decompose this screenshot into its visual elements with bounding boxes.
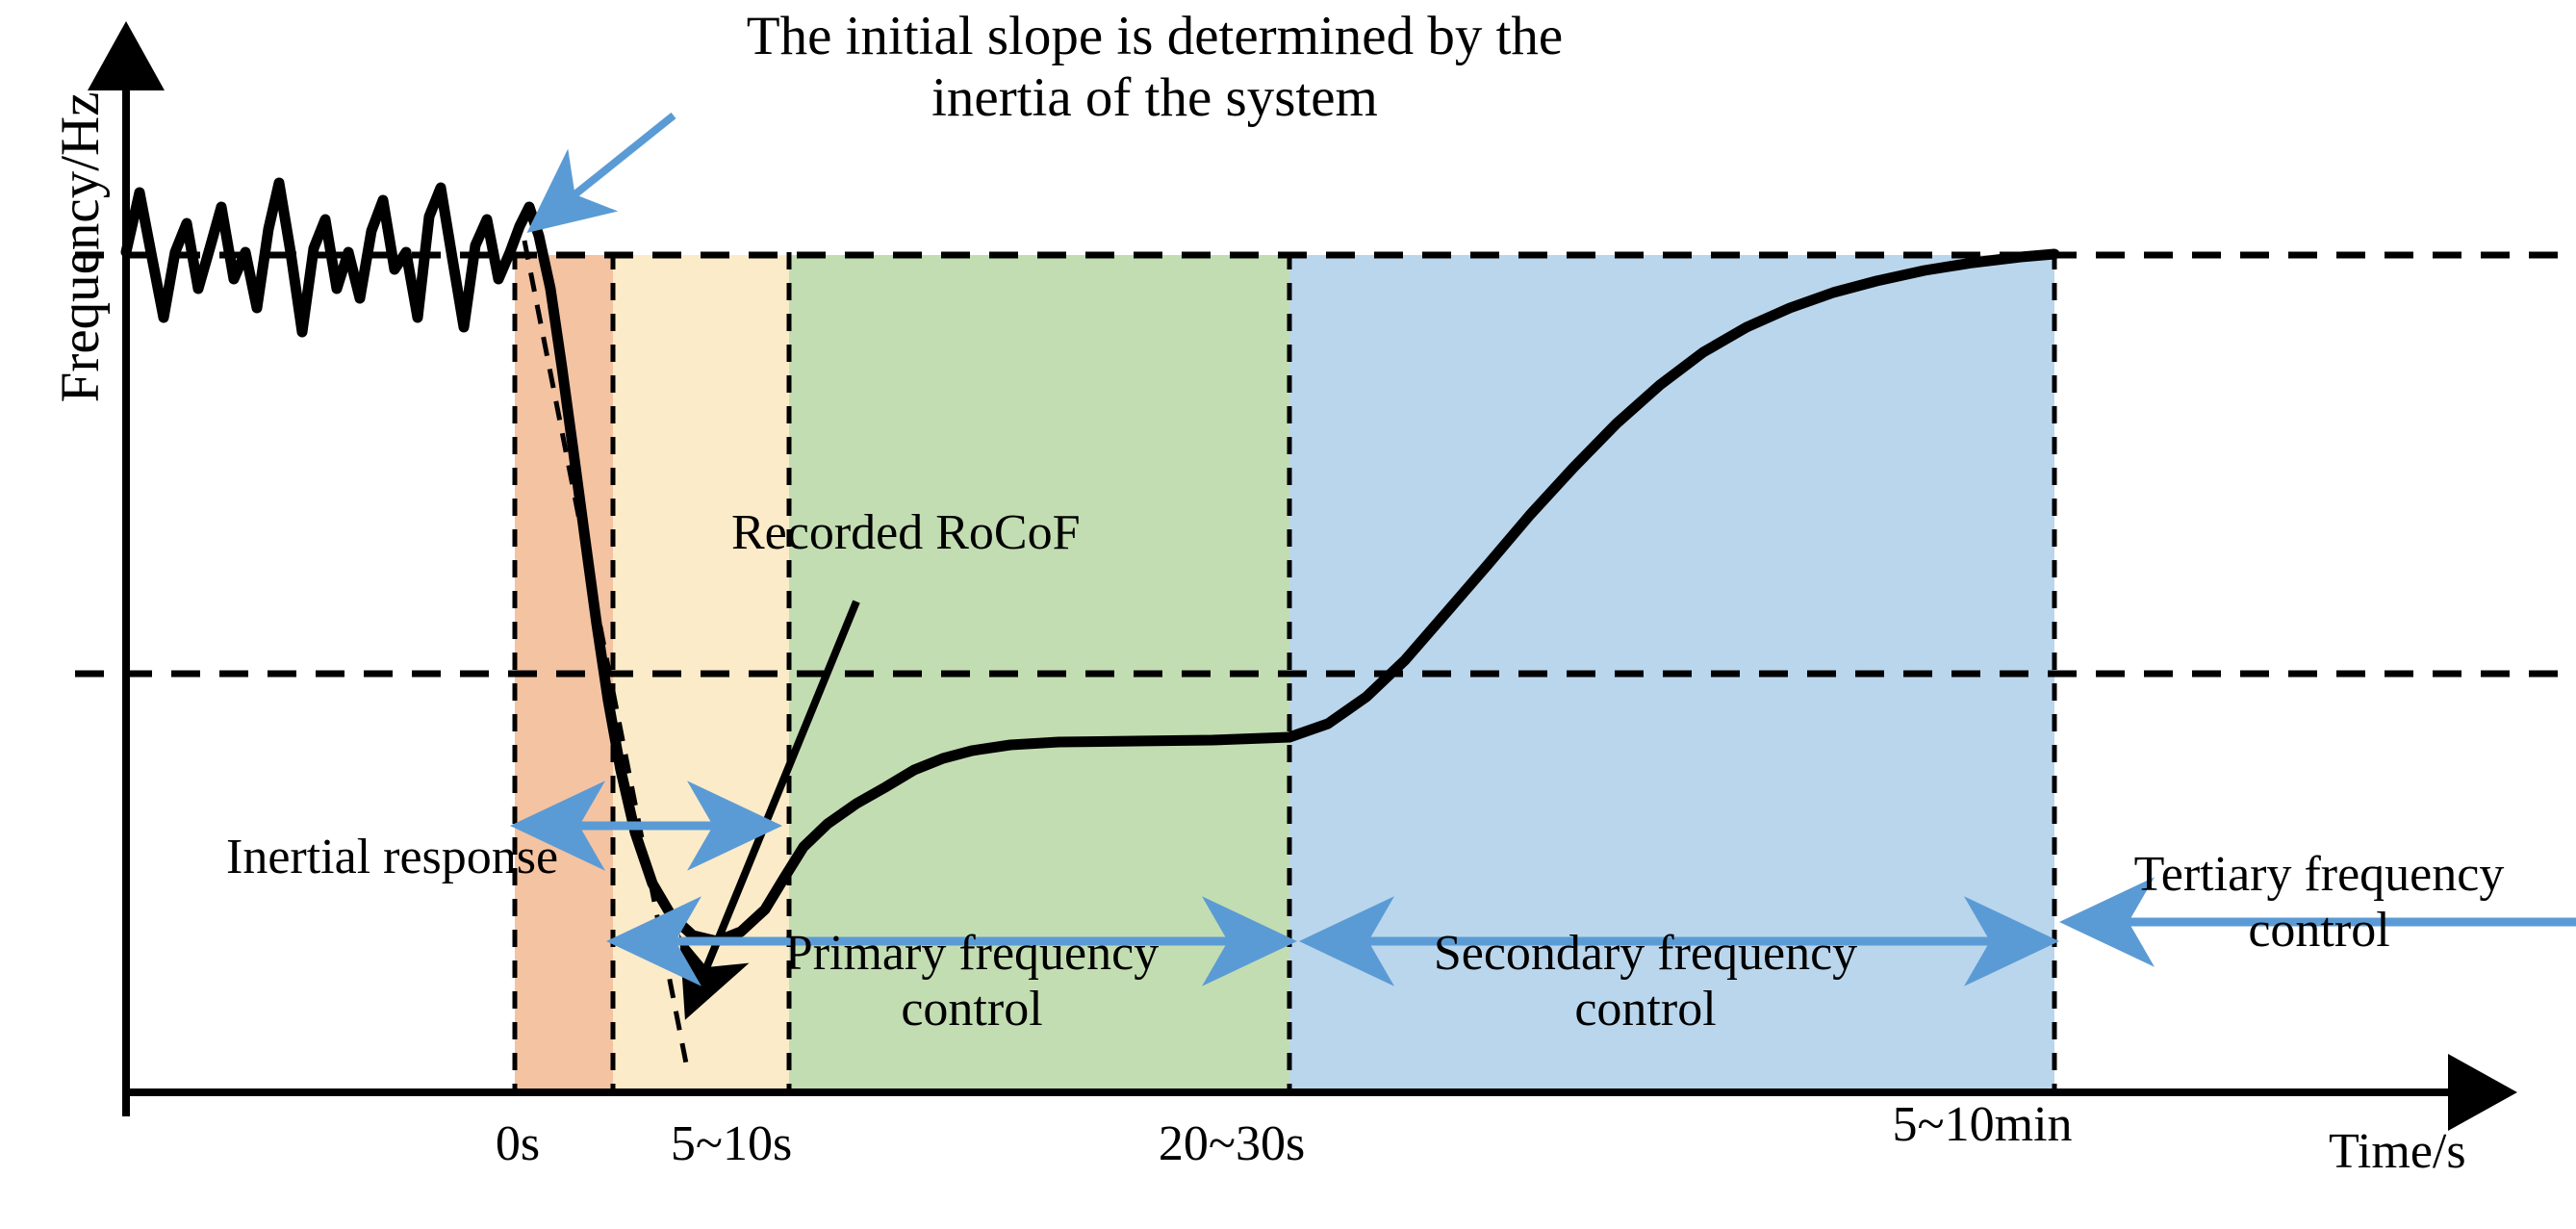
span-arrows xyxy=(510,781,2576,986)
x-tick-0s: 0s xyxy=(495,1116,541,1171)
band-separators xyxy=(512,252,2057,1092)
title-pointer-arrow xyxy=(526,112,676,233)
frequency-curve xyxy=(120,177,2060,947)
x-axis-label: Time/s xyxy=(2329,1124,2466,1179)
primary-control-label: Primary frequency control xyxy=(784,926,1160,1037)
x-tick-20-30s: 20~30s xyxy=(1158,1116,1306,1171)
tertiary-control-label: Tertiary frequency control xyxy=(2133,847,2505,959)
x-tick-5-10s: 5~10s xyxy=(670,1116,793,1171)
rocof-tangent-line xyxy=(522,240,691,1074)
secondary-control-label: Secondary frequency control xyxy=(1433,926,1858,1037)
inertial-response-label: Inertial response xyxy=(226,830,559,884)
x-tick-5-10min: 5~10min xyxy=(1892,1097,2073,1152)
title-annotation: The initial slope is determined by the i… xyxy=(746,6,1564,128)
y-axis-label: Frequency/Hz xyxy=(50,91,112,403)
rocof-annotation: Recorded RoCoF xyxy=(731,505,1081,560)
